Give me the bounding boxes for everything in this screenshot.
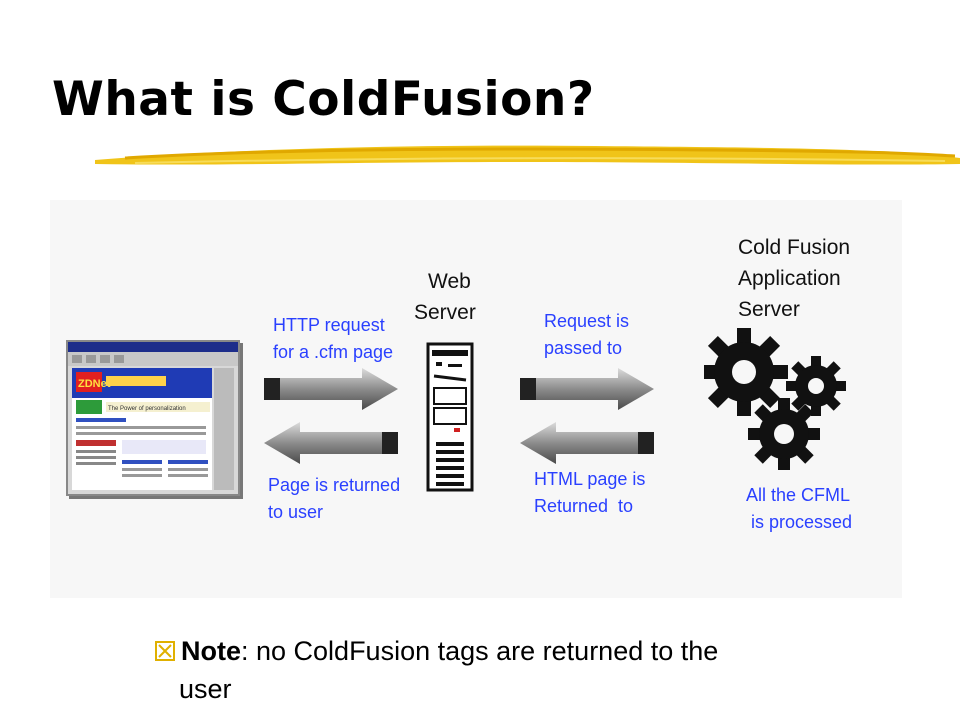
coldfusion-flow-diagram: ZDNet The Power of personalization <box>50 200 902 598</box>
html-returned-arrow <box>520 422 654 464</box>
browser-banner: The Power of personalization <box>108 406 186 412</box>
web-server-label: Web Server <box>414 270 476 324</box>
http-request-label: HTTP request for a .cfm page <box>273 315 394 362</box>
processed-label: All the CFML is processed <box>746 485 853 532</box>
app-server-label: Cold Fusion Application Server <box>738 236 851 321</box>
request-passed-label: Request is passed to <box>544 311 630 358</box>
gears-icon <box>704 328 846 470</box>
page-returned-label: Page is returned to user <box>268 475 401 522</box>
note-keyword: Note <box>181 636 241 666</box>
note-bullet: Note: no ColdFusion tags are returned to… <box>155 632 855 708</box>
note-text-line2: user <box>179 674 232 704</box>
http-request-arrow <box>264 368 398 410</box>
html-returned-label: HTML page is Returned to <box>534 469 646 516</box>
title-underline-brush <box>95 145 960 165</box>
request-passed-arrow <box>520 368 654 410</box>
browser-brand: ZDNet <box>78 378 111 390</box>
page-returned-arrow <box>264 422 398 464</box>
note-text-line1: : no ColdFusion tags are returned to the <box>241 636 719 666</box>
web-server-icon <box>426 342 474 492</box>
x-box-icon <box>155 633 175 661</box>
slide-title: What is ColdFusion? <box>52 72 595 127</box>
web-browser-thumbnail: ZDNet The Power of personalization <box>66 340 240 496</box>
